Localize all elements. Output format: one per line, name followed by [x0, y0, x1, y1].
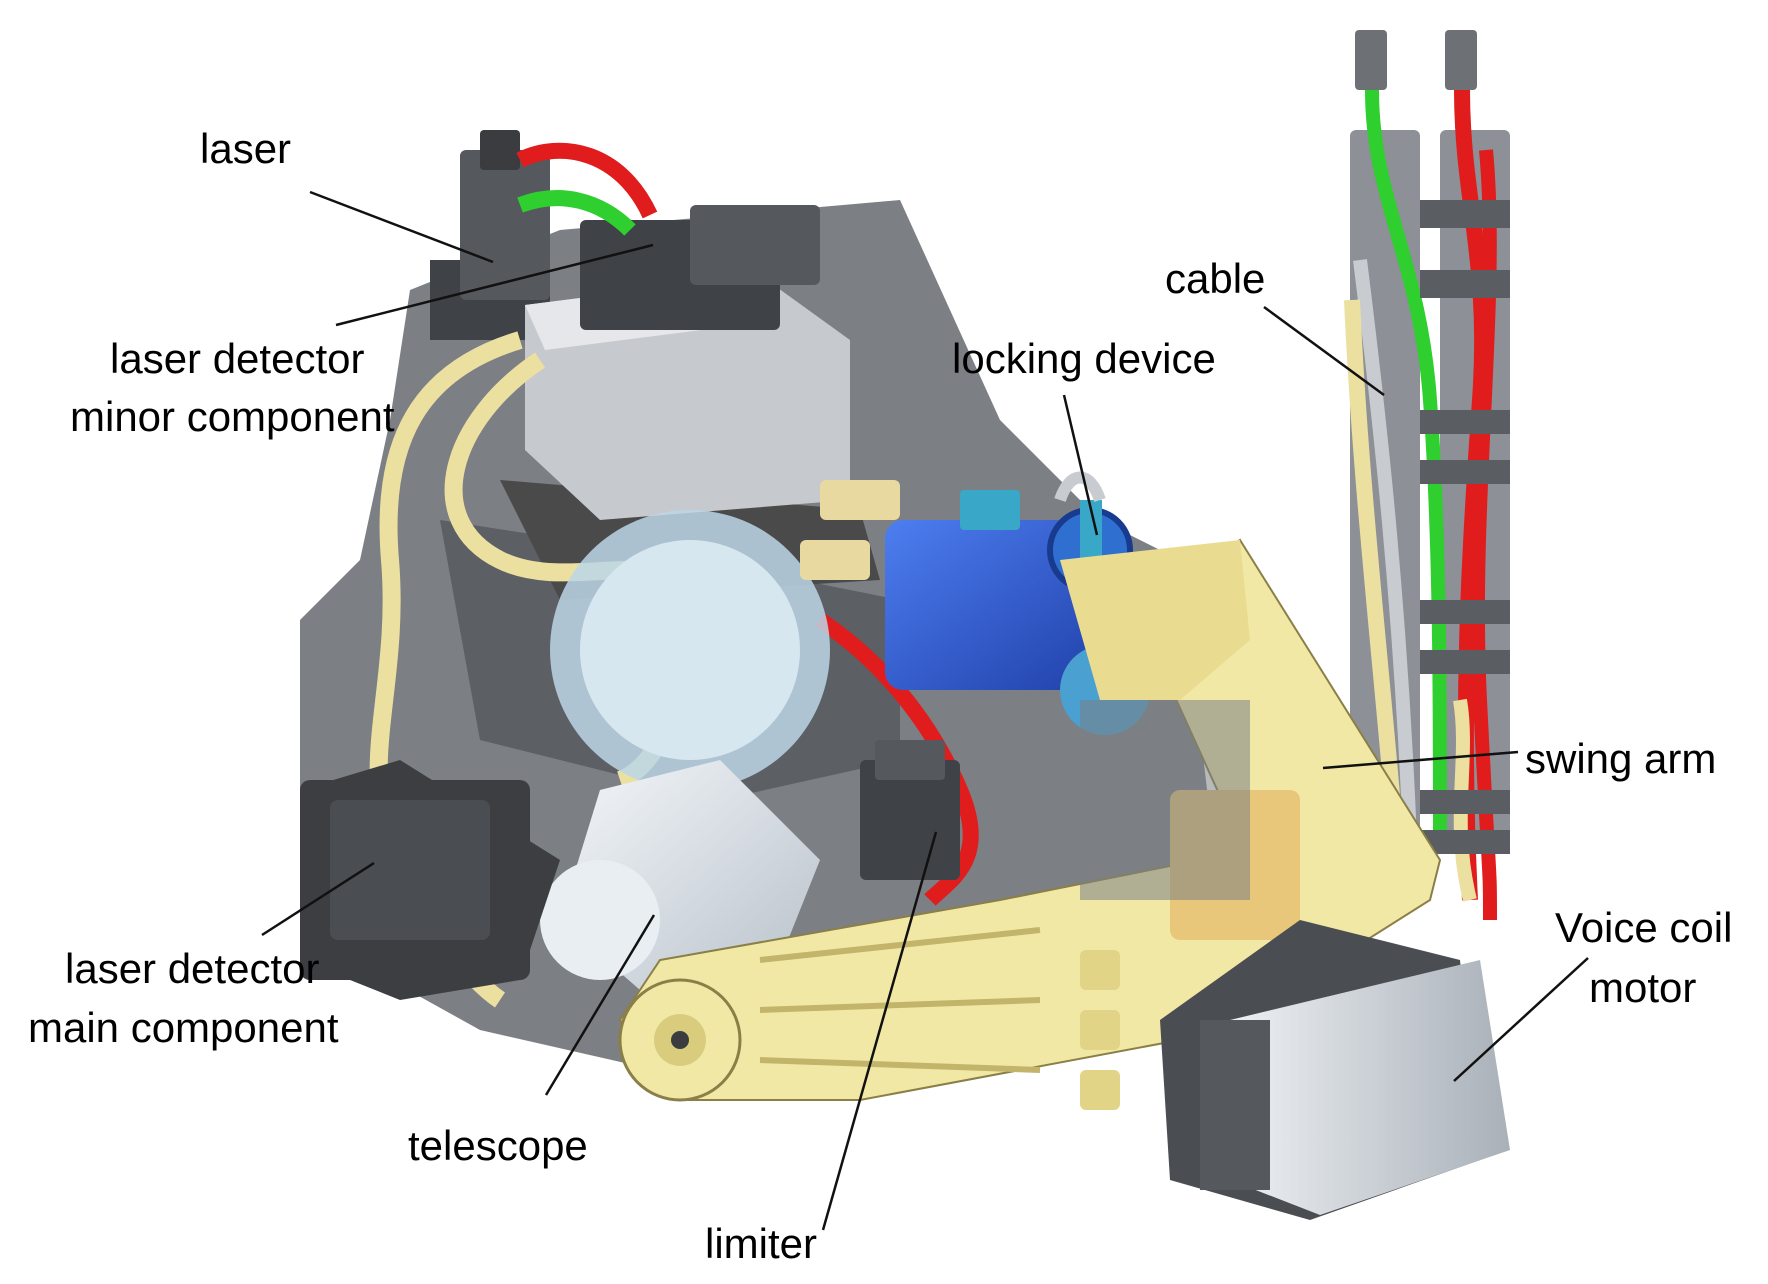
label-limiter: limiter: [705, 1220, 817, 1267]
leader-line-limiter: [821, 831, 938, 1231]
label-laser: laser: [200, 125, 291, 172]
leader-lines: [261, 190, 1589, 1231]
label-voice-coil-line1: Voice coil: [1555, 904, 1732, 951]
label-laser-detector-main-line1: laser detector: [65, 945, 319, 992]
label-telescope: telescope: [408, 1122, 588, 1169]
telescope: [540, 510, 830, 990]
leader-line-telescope: [544, 914, 656, 1096]
limiter: [860, 740, 960, 880]
label-voice-coil-line2: motor: [1589, 964, 1696, 1011]
leader-line-laser: [309, 190, 494, 264]
leader-line-voice-coil-motor: [1453, 957, 1589, 1082]
label-locking-device: locking device: [952, 335, 1216, 382]
laser-detector-main-component: [300, 760, 560, 1000]
cable-harness: [1344, 30, 1510, 921]
swing-arm: [618, 538, 1442, 1110]
label-swing-arm: swing arm: [1525, 735, 1716, 782]
label-laser-detector-minor-line2: minor component: [70, 393, 395, 440]
label-laser-detector-minor-line1: laser detector: [110, 335, 364, 382]
leader-line-laser-detector-main: [261, 861, 375, 937]
voice-coil-motor: [1160, 920, 1510, 1220]
leader-line-laser-detector-minor: [335, 243, 654, 327]
laser-detector-minor-component: [525, 205, 850, 520]
label-cable: cable: [1165, 255, 1265, 302]
leader-line-cable: [1263, 305, 1385, 397]
leader-line-swing-arm: [1322, 750, 1519, 770]
leader-line-locking-device: [1062, 394, 1099, 536]
labels: laser laser detector minor component las…: [28, 125, 1732, 1267]
laser-unit: [460, 130, 658, 300]
label-laser-detector-main-line2: main component: [28, 1004, 339, 1051]
